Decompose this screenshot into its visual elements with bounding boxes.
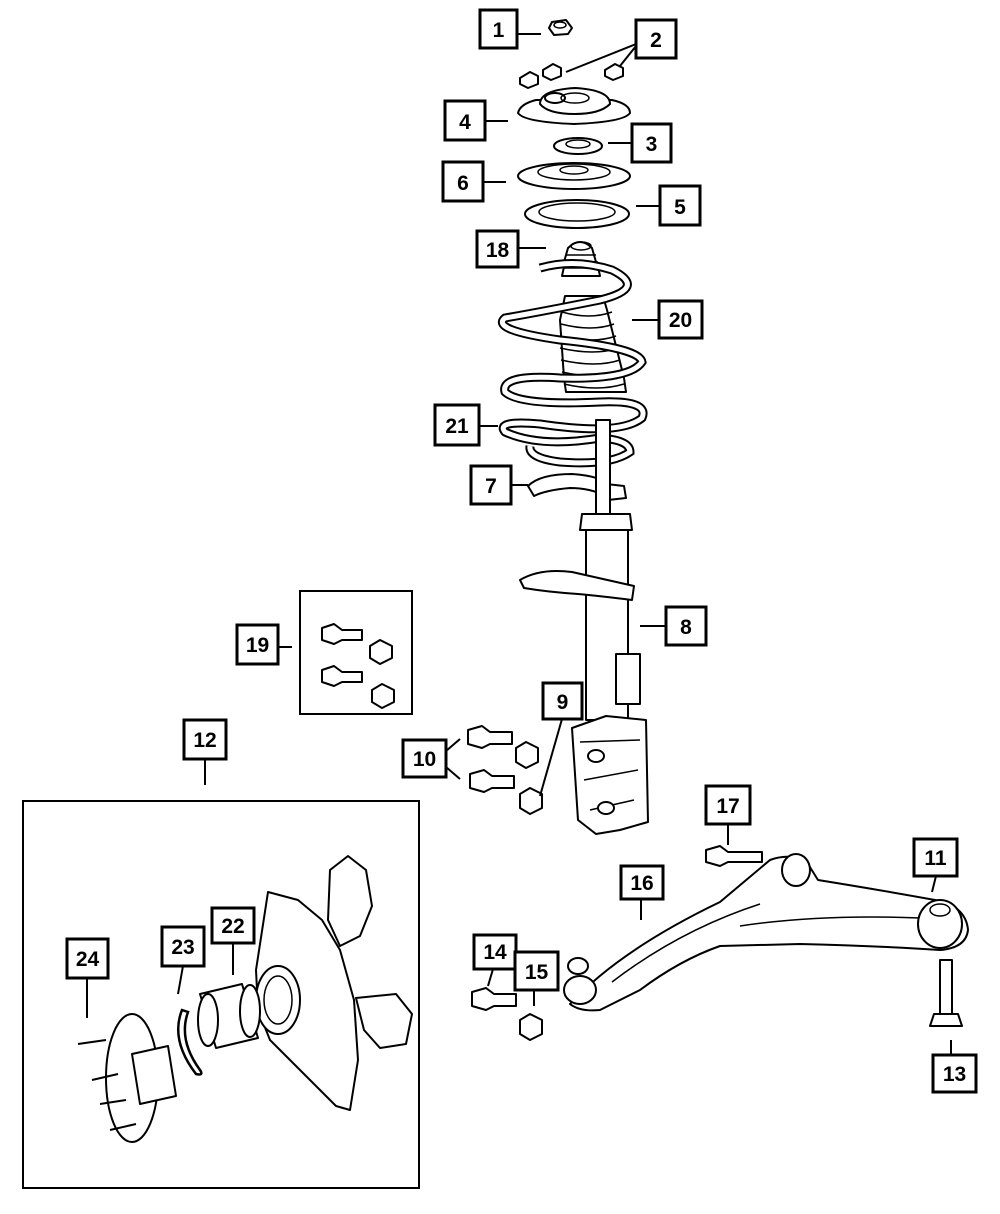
leader-lines [86,33,952,1055]
strut-bolts-part [467,725,515,793]
callout-9-label: 9 [557,691,569,714]
wheel-hub-part [77,1013,177,1143]
callout-13: 13 [931,1053,978,1094]
callout-2: 2 [634,18,678,60]
callout-14-label: 14 [483,941,507,964]
callout-1: 1 [478,8,519,50]
callout-19-label: 19 [246,634,269,657]
callout-16-label: 16 [630,872,653,895]
upper-spring-seat-part [517,162,631,190]
callout-14: 14 [472,933,518,971]
upper-strut-mount-part [517,87,631,125]
callout-24: 24 [65,937,110,980]
callout-12-label: 12 [193,729,216,752]
callout-8-label: 8 [680,616,692,639]
callout-18: 18 [475,229,520,269]
callout-3: 3 [630,122,673,164]
coil-spring-part [498,258,648,468]
callout-22-label: 22 [221,915,244,938]
callout-17: 17 [704,784,752,826]
bolt-kit-part [299,590,413,715]
strut-nuts-part [515,741,543,815]
spring-isolator-part [524,199,630,229]
callout-12: 12 [182,718,228,761]
callout-18-label: 18 [486,239,510,262]
callout-7-label: 7 [485,475,497,498]
callout-1-label: 1 [493,19,505,42]
callout-13-label: 13 [943,1063,966,1086]
callout-9: 9 [541,681,584,721]
knuckle-kit-frame [22,800,420,1189]
ball-joint-nut-part [519,1013,543,1041]
callout-19: 19 [235,623,280,666]
steering-knuckle-part [255,855,413,1111]
callout-8: 8 [664,605,708,647]
callout-21-label: 21 [445,415,469,438]
callout-3-label: 3 [646,133,658,156]
callout-15-label: 15 [525,961,549,984]
callout-5-label: 5 [674,196,686,219]
callout-11: 11 [912,837,959,878]
top-nut-part [548,19,573,36]
callout-20: 20 [657,299,704,340]
callout-10: 10 [401,738,448,779]
snap-ring-part [176,1008,203,1076]
callout-21: 21 [433,403,481,447]
callout-4: 4 [443,99,487,142]
callout-4-label: 4 [459,111,471,134]
callout-11-label: 11 [924,847,947,870]
vertical-bolt-part [929,959,963,1027]
callout-16: 16 [619,864,665,901]
callout-17-label: 17 [716,795,739,818]
callout-5: 5 [658,184,702,227]
ball-joint-bolt-part [471,987,517,1011]
lower-control-arm-part [563,853,969,1012]
callout-7: 7 [469,464,513,506]
callout-6: 6 [441,160,485,203]
lower-isolator-part [527,473,627,501]
callout-23: 23 [160,925,206,968]
callout-10-label: 10 [413,748,436,771]
callout-22: 22 [210,906,256,945]
callout-20-label: 20 [669,309,692,332]
jounce-bumper-part [561,241,601,277]
callout-23-label: 23 [171,936,194,959]
strut-assembly-part [519,419,649,835]
bearing-part [553,137,603,155]
callout-2-label: 2 [650,29,662,52]
arm-bolt-part [705,845,763,867]
hub-bearing-part [197,983,261,1049]
callout-6-label: 6 [457,172,469,195]
callout-24-label: 24 [76,948,100,971]
callout-15: 15 [513,950,560,992]
mount-nuts-part [519,63,624,89]
